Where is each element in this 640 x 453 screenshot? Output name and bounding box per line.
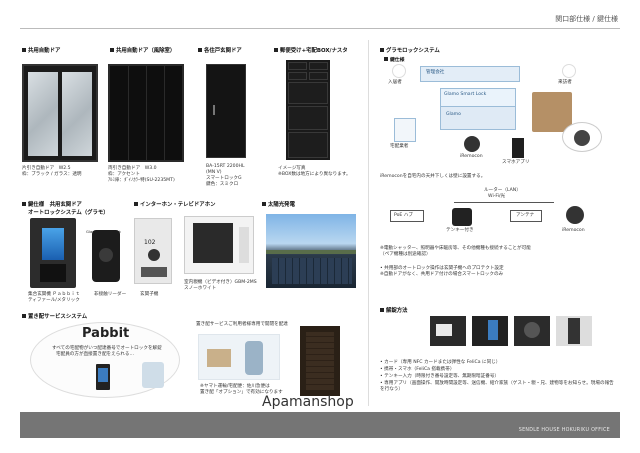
network-diagram: ルーター（LAN） Wi-Fi/光 PoE ハブ テンキー付き アンテナ iRe… xyxy=(384,186,620,242)
key-bullet-4: • 専用アプリ（画面操作、開放時間設定等、送信機、紹介家族（ゲスト・親・兄、建物… xyxy=(380,381,614,392)
section-key-spec-right: 鍵仕様 xyxy=(384,56,404,63)
intercom-unit-image: 102 xyxy=(134,218,172,284)
door-photo xyxy=(300,326,340,396)
watermark: Apamanshop xyxy=(262,394,354,410)
double-door-image xyxy=(108,64,184,162)
door3-caption-a: BA-15RT 2200HL xyxy=(206,164,245,169)
diagram-label-tenant: 入居者 xyxy=(388,80,402,85)
section-intercom: インターホン・テレビドアホン xyxy=(134,200,215,208)
monitor-caption-b: スノーホワイト xyxy=(184,286,217,291)
section-delivery-service: 置き配サービスシステム xyxy=(22,312,87,320)
reader-caption: 非接触リーダー xyxy=(94,292,127,297)
diagram-label-delivery: 宅配業者 xyxy=(390,144,409,149)
unlock-phone-image xyxy=(472,316,508,346)
pabbit-text-a: すべての宅配物がいつ配達番号でオートロックを解錠 xyxy=(52,346,162,351)
delivery-person-icon xyxy=(142,362,164,388)
door3-caption-b: (MN V) xyxy=(206,170,222,175)
key-bullet-3: • テンキー入力（時限付き番号設定等、無期限暗証番号） xyxy=(380,374,500,379)
diagram-label-smartlock: Glamo Smart Lock xyxy=(444,92,487,97)
door1-caption-a: 片引き自動ドア W2.5 xyxy=(22,166,71,171)
gramo-note-a: 集合玄関機 Ｐａｂｂｉｔ xyxy=(28,292,80,297)
door2-caption-c: ｱﾙﾐ扉：ﾀﾞｲﾉｶﾗｰ特(SU-2235MT) xyxy=(108,178,175,183)
pabbit-logo: Pabbit xyxy=(82,326,130,341)
solar-panel-image xyxy=(266,214,356,288)
mailbox-caption-a: イメージ写真 xyxy=(278,166,306,171)
phone-icon xyxy=(96,364,110,390)
section-shared-auto-door: 共用自動ドア xyxy=(22,46,60,54)
hub-label: PoE ハブ xyxy=(394,213,413,218)
section-mailbox: 郵便受け+宅配BOX/ナスタ xyxy=(274,46,348,54)
section-key-spec: 鍵仕様 共用玄関ドア xyxy=(22,200,82,208)
mailbox-image xyxy=(286,60,330,160)
section-shared-auto-door-wind: 共用自動ドア（風除室） xyxy=(110,46,175,54)
unlock-app-image xyxy=(556,316,592,346)
note-c: • 共用部のオートロック操作は玄関子機へのプロテクト設定 xyxy=(380,266,504,271)
door3-caption-d: 鍵色：スミクロ xyxy=(206,182,239,187)
gramo-system-diagram: 入居者 来訪者 管理会社 Glamo Smart Lock Glamo 宅配業者… xyxy=(382,62,618,166)
section-solar: 太陽光発電 xyxy=(262,200,295,208)
diagram-label-mgmt: 管理会社 xyxy=(426,70,445,75)
indoor-monitor-image xyxy=(184,216,254,274)
entrance-panel-image xyxy=(30,218,76,288)
section-unlock-method: 解錠方法 xyxy=(380,306,408,314)
diagram-note: iRemoconを自宅内の天井下しくは壁に設置する。 xyxy=(380,174,486,179)
header-divider xyxy=(20,28,620,29)
section-unit-entrance-door: 各住戸玄関ドア xyxy=(198,46,242,54)
door1-caption-b: 枠：ブラック / ガラス：透明 xyxy=(22,172,82,177)
tenkey-label: テンキー付き xyxy=(446,228,474,233)
smart-lock-image xyxy=(92,230,120,282)
monitor-caption-a: 室内親機（ビデオ付き）GBM-2MS xyxy=(184,280,257,285)
mailbox-caption-b: ※BOX数は地方により異なります。 xyxy=(278,172,351,177)
diagram-label-glamo: Glamo xyxy=(446,112,461,117)
pabbit-text-b: 宅配員の方が直接置き配をえられる… xyxy=(56,352,135,357)
unlock-card-image xyxy=(430,316,466,346)
iremocon-label: iRemocon xyxy=(562,228,585,233)
section-gramo-system: グラモロックシステム xyxy=(380,46,440,54)
sliding-door-image xyxy=(22,64,98,162)
door2-caption-b: 枠：アクセント xyxy=(108,172,140,177)
door2-caption-a: 両引き自動ドア W3.0 xyxy=(108,166,157,171)
delivery-center-caption: 置き配サービスご利用者様専用で開閉を配達 xyxy=(196,322,288,327)
delivery-note-b: 置き配「オプション」で有効になります xyxy=(200,390,283,395)
note-b: （ペア機種は別途確認） xyxy=(380,252,431,257)
antenna-label: アンテナ xyxy=(516,213,535,218)
page-title: 関口部仕様 / 鍵仕様 xyxy=(555,15,618,23)
key-bullet-2: • 携帯・スマホ（FeliCa 搭載携帯） xyxy=(380,367,455,372)
gramo-note-b: ティファール/メタリック xyxy=(28,298,80,303)
diagram-label-app: スマホアプリ xyxy=(502,160,530,165)
wifi-label: Wi-Fi/光 xyxy=(488,194,506,199)
footer-text: SENDLE HOUSE HOKURIKU OFFICE xyxy=(518,428,610,433)
diagram-label-iremocon: iRemocon xyxy=(460,154,483,159)
section-auto-lock: オートロックシステム（グラモ） xyxy=(28,210,109,216)
key-bullet-1: • カード（専用 NFC カードまたは弾性な FeliCa に同じ） xyxy=(380,360,501,365)
delivery-illustration xyxy=(198,334,280,380)
delivery-note-a: ※ヤマト運輸/宅配便：佐川急便は xyxy=(200,384,270,389)
column-divider xyxy=(368,40,369,406)
diagram-label-visitor: 来訪者 xyxy=(558,80,572,85)
unit-door-image xyxy=(206,64,246,158)
router-label: ルーター（LAN） xyxy=(484,188,521,193)
unlock-tenkey-image xyxy=(514,316,550,346)
gramo-smart-lock-label: Glamo Smart Lock xyxy=(86,218,126,234)
note-d: ※自動ドアがなく、共用ドア付けの場合スマートロックのみ xyxy=(380,272,504,277)
door3-caption-c: スマートロックG xyxy=(206,176,242,181)
footer-bar xyxy=(20,412,620,438)
note-a: ※電動シャッター、照明器や床暖房等、その他機種も接続することが可能 xyxy=(380,246,531,251)
entrance-unit-caption: 玄関子機 xyxy=(140,292,159,297)
